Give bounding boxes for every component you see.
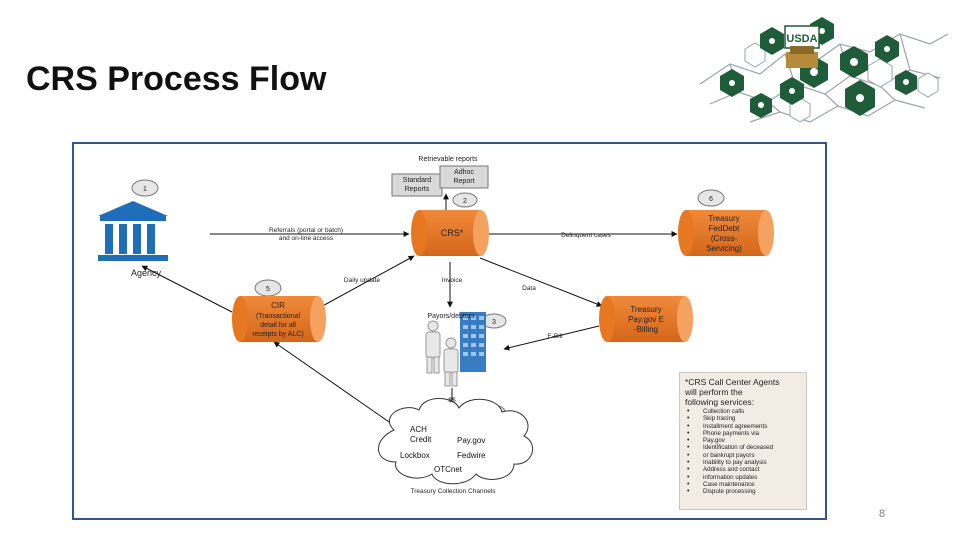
cir-node: [232, 296, 326, 342]
standard-report-line-2: Reports: [405, 186, 430, 193]
crs-node: [411, 210, 489, 256]
crs-label: CRS*: [441, 228, 464, 238]
usda-hexagon-logo: USDA: [699, 17, 949, 123]
agency-building-icon: [98, 201, 168, 261]
service-item: Phone payments via: [685, 430, 801, 438]
channel-fedwire: Fedwire: [457, 451, 486, 460]
channel-ach: ACH: [410, 425, 427, 434]
standard-report-line-1: Standard: [403, 177, 432, 184]
treasury-paygov-node: [599, 296, 693, 342]
collection-channels-cloud: [378, 398, 534, 485]
retrievable-reports-label: Retrievable reports: [418, 156, 478, 163]
paygov-line-1: Treasury: [630, 305, 661, 314]
agency-label: Agency: [131, 268, 162, 278]
step-2-number: 2: [463, 198, 467, 205]
referrals-label-line-2: and on-line access: [279, 235, 334, 242]
service-item: Pay.gov: [685, 437, 801, 445]
service-item: Case maintenance: [685, 481, 801, 489]
paygov-line-3: -Billing: [634, 325, 658, 334]
step-1-number: 1: [143, 186, 147, 193]
services-title-line-1: *CRS Call Center Agents: [685, 377, 780, 387]
process-flow-diagram: Standard Reports Adhoc Report Retrievabl…: [72, 142, 827, 520]
referrals-label-line-1: Referrals (portal or batch): [269, 227, 343, 234]
service-item: Address and contact: [685, 466, 801, 474]
cir-line-2: (Transactional: [256, 313, 301, 320]
data-label: Data: [522, 285, 536, 292]
channel-credit: Credit: [410, 435, 432, 444]
adhoc-report-line-2: Report: [453, 178, 474, 185]
service-item: or bankrupt payors: [685, 452, 801, 460]
service-item: Installment agreements: [685, 423, 801, 431]
cir-line-4: receipts by ALC): [252, 331, 303, 338]
service-item: Inability to pay analysis: [685, 459, 801, 467]
payors-debtors-label: Payors/debtors: [427, 313, 475, 320]
feddebt-line-2: FedDebt: [709, 224, 740, 233]
invoice-label: Invoice: [442, 277, 463, 284]
delinquent-cases-label: Delinquent cases: [561, 232, 612, 239]
channel-paygov: Pay.gov: [457, 436, 485, 445]
report-stack: Standard Reports Adhoc Report: [391, 165, 489, 197]
cir-line-1: CIR: [271, 301, 285, 310]
call-center-services-box: *CRS Call Center Agents will perform the…: [679, 372, 807, 510]
service-item: Identification of deceased: [685, 444, 801, 452]
step-5-number: 5: [266, 286, 270, 293]
channel-otcnet: OTCnet: [434, 465, 463, 474]
payment-dollar-label: $$: [448, 397, 456, 404]
step-3-number: 3: [492, 319, 496, 326]
payors-people-icon: [425, 312, 486, 387]
service-item: Collection calls: [685, 408, 801, 416]
feddebt-line-1: Treasury: [708, 214, 739, 223]
service-item: Skip tracing: [685, 415, 801, 423]
service-item: information updates: [685, 474, 801, 482]
paygov-line-2: Pay.gov E: [628, 315, 664, 324]
slide-title: CRS Process Flow: [26, 60, 327, 98]
collection-channels-caption: Treasury Collection Channels: [410, 488, 496, 495]
ebill-label: E-Bill: [547, 333, 563, 340]
flow-connectors: [141, 193, 678, 425]
service-item: Dispute processing: [685, 488, 801, 496]
services-list: Collection calls Skip tracing Installmen…: [685, 408, 801, 496]
services-title-line-2: will perform the: [685, 387, 743, 397]
treasury-feddebt-node: [678, 210, 774, 256]
daily-update-label: Daily update: [344, 277, 381, 284]
feddebt-line-4: Servicing): [706, 244, 742, 253]
services-title-line-3: following services:: [685, 397, 754, 407]
page-number: 8: [879, 508, 886, 520]
cir-line-3: detail for all: [260, 322, 296, 329]
channel-lockbox: Lockbox: [400, 451, 430, 460]
feddebt-line-3: (Cross-: [711, 234, 738, 243]
step-6-number: 6: [709, 196, 713, 203]
services-title: *CRS Call Center Agents will perform the…: [685, 377, 801, 407]
adhoc-report-line-1: Adhoc: [454, 169, 474, 176]
usda-logo-text: USDA: [786, 33, 817, 45]
